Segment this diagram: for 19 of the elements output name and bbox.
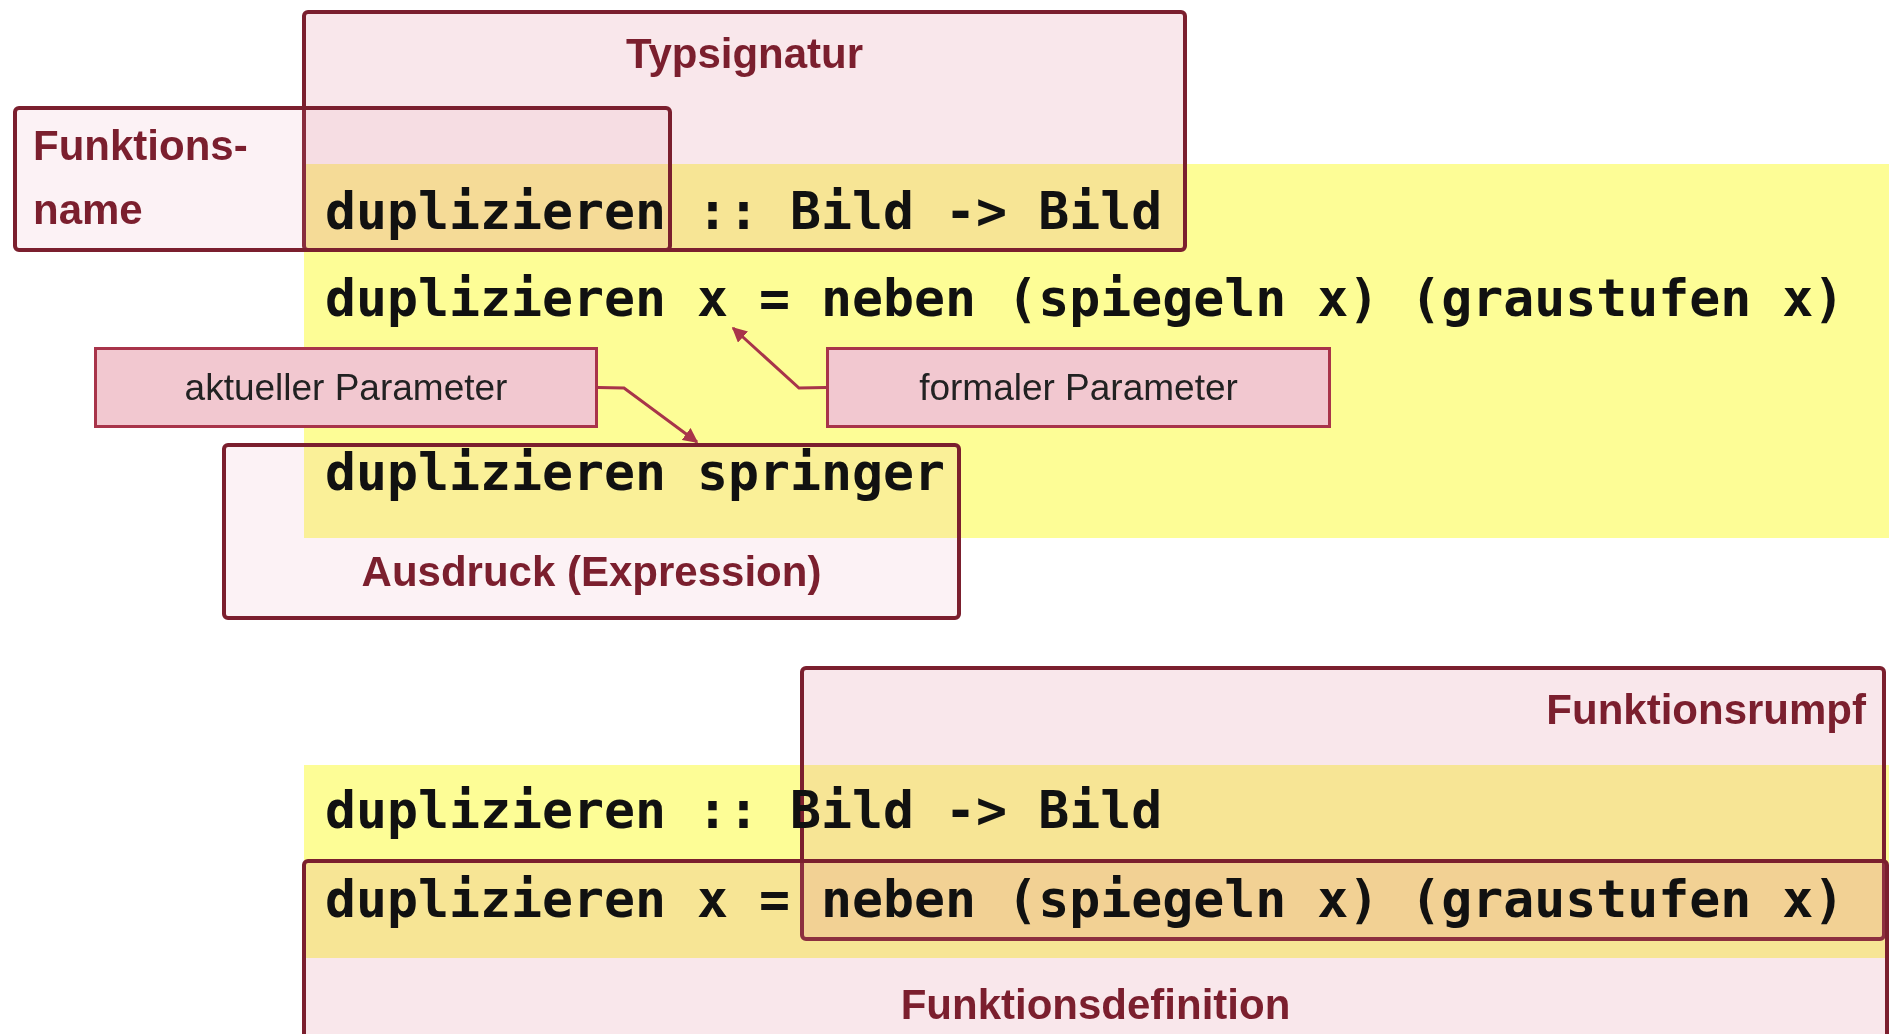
leader-arrow [731, 326, 827, 390]
frame-title: Ausdruck (Expression) [361, 547, 822, 597]
frame-title: Funktions- name [33, 121, 249, 235]
leader-arrow [597, 386, 699, 444]
code-line: duplizieren :: Bild -> Bild [325, 181, 1162, 241]
annotation-text: formaler Parameter [919, 365, 1238, 410]
code-line: duplizieren x = neben (spiegeln x) (graustufen x) [325, 869, 1844, 929]
code-line: duplizieren x = neben (spiegeln x) (graustufen x) [325, 268, 1844, 328]
annotation-frame [302, 10, 1187, 252]
annotation-frame [302, 859, 1889, 1034]
frame-title: Funktionsdefinition [900, 980, 1291, 1030]
annotation-box [94, 347, 598, 428]
annotation-frame [222, 443, 961, 620]
annotation-frame [13, 106, 672, 252]
annotation-text: aktueller Parameter [184, 365, 508, 410]
frame-title: Funktionsrumpf [1546, 685, 1866, 735]
code-line: duplizieren springer [325, 442, 945, 502]
frame-title: Typsignatur [625, 29, 864, 79]
annotation-box [826, 347, 1331, 428]
